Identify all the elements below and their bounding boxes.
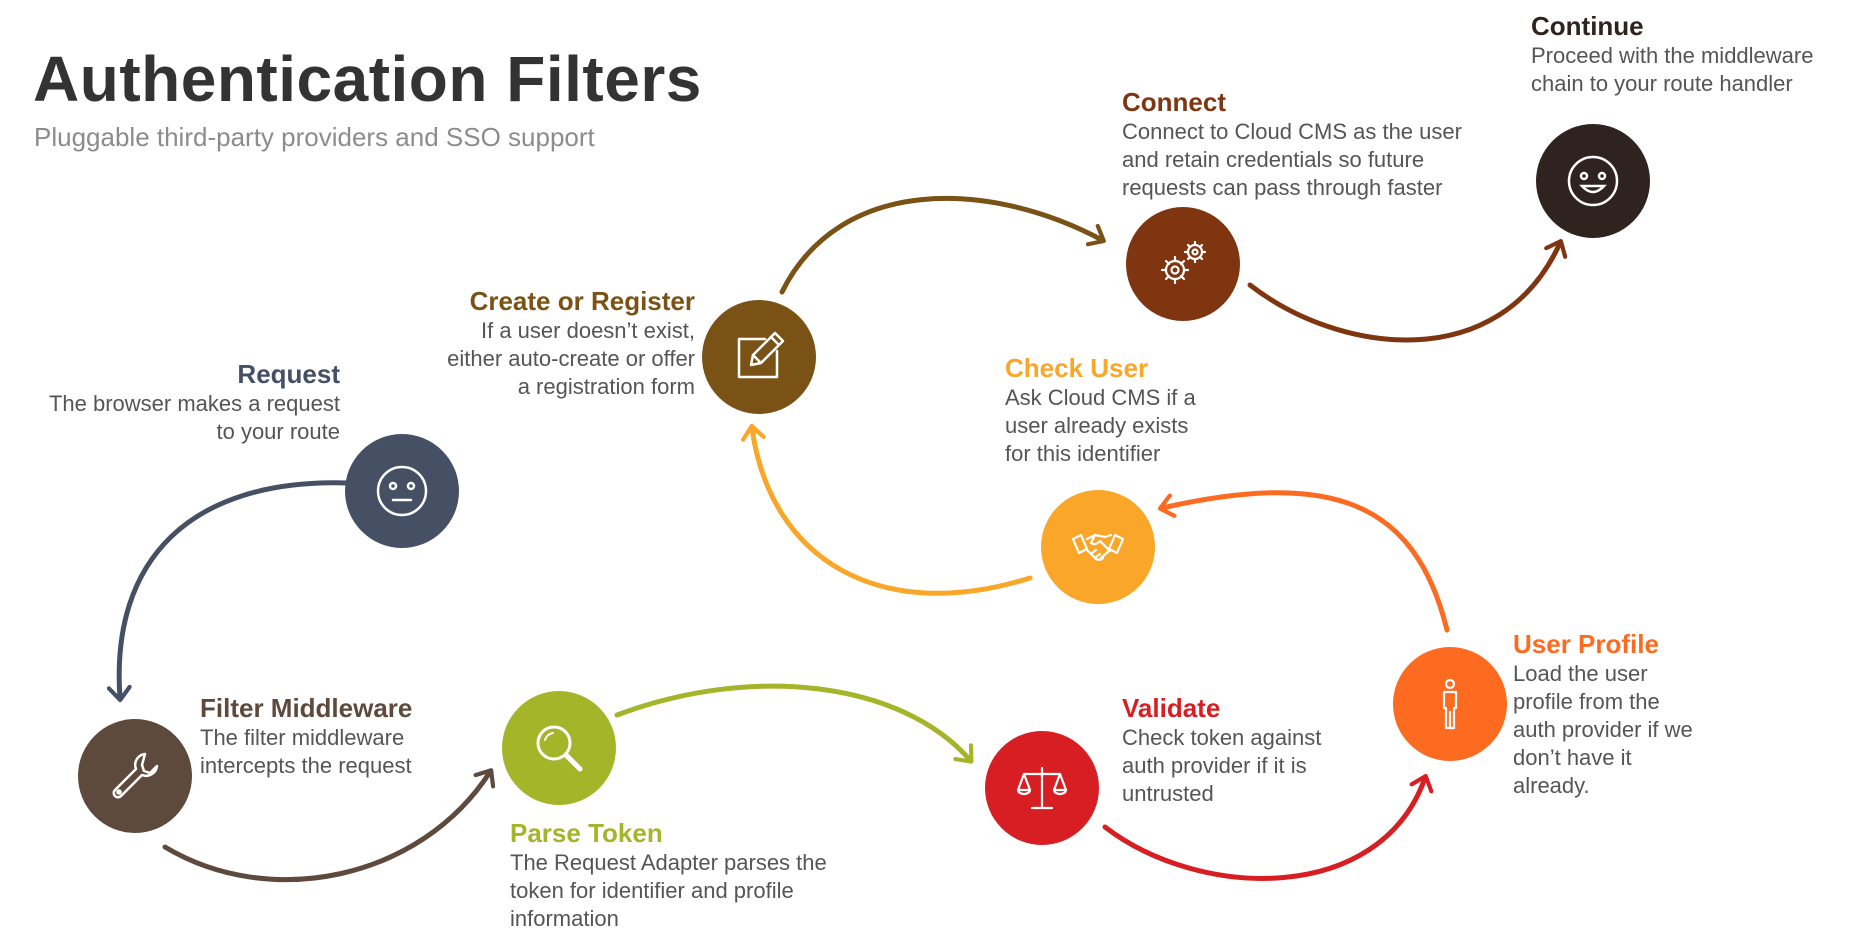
step-title: Request bbox=[237, 359, 340, 389]
arrow-validate-to-profile bbox=[1102, 773, 1434, 881]
node-request bbox=[345, 434, 459, 548]
node-connect bbox=[1126, 207, 1240, 321]
step-validate: Validate Check token against auth provid… bbox=[1122, 692, 1382, 808]
step-title: Parse Token bbox=[510, 818, 663, 848]
step-description: Check token against auth provider if it … bbox=[1122, 725, 1322, 806]
step-title: Connect bbox=[1122, 87, 1226, 117]
node-filter-middleware bbox=[78, 719, 192, 833]
neutral-face-icon bbox=[376, 465, 428, 517]
arrow-filter-to-parse bbox=[162, 768, 496, 883]
arrow-create-to-connect bbox=[779, 195, 1106, 295]
page-title: Authentication Filters bbox=[33, 43, 702, 115]
step-title: Create or Register bbox=[469, 286, 695, 316]
arrow-connect-to-continue bbox=[1247, 239, 1568, 343]
edit-form-icon bbox=[737, 331, 785, 379]
step-description: The Request Adapter parses the token for… bbox=[510, 850, 827, 931]
scales-icon bbox=[1016, 766, 1068, 810]
step-continue: Continue Proceed with the middleware cha… bbox=[1531, 10, 1851, 98]
node-create-register bbox=[702, 300, 816, 414]
step-title: Check User bbox=[1005, 353, 1149, 383]
arrow-parse-to-validate bbox=[614, 683, 974, 764]
step-connect: Connect Connect to Cloud CMS as the user… bbox=[1122, 86, 1522, 202]
step-description: Proceed with the middleware chain to you… bbox=[1531, 43, 1814, 96]
step-description: Ask Cloud CMS if a user already exists f… bbox=[1005, 385, 1196, 466]
step-create-register: Create or Register If a user doesn’t exi… bbox=[380, 285, 695, 401]
step-description: The filter middleware intercepts the req… bbox=[200, 725, 412, 778]
step-title: User Profile bbox=[1513, 629, 1659, 659]
step-parse-token: Parse Token The Request Adapter parses t… bbox=[510, 817, 890, 933]
step-user-profile: User Profile Load the user profile from … bbox=[1513, 628, 1753, 800]
smiley-icon bbox=[1567, 155, 1619, 207]
step-title: Validate bbox=[1122, 693, 1221, 723]
step-description: If a user doesn’t exist, either auto-cre… bbox=[447, 318, 695, 399]
page-subtitle: Pluggable third-party providers and SSO … bbox=[34, 122, 595, 152]
arrow-profile-to-check bbox=[1157, 490, 1450, 633]
arrow-check-to-create bbox=[741, 423, 1033, 596]
step-description: Connect to Cloud CMS as the user and ret… bbox=[1122, 119, 1462, 200]
person-icon bbox=[1442, 678, 1458, 730]
step-title: Filter Middleware bbox=[200, 693, 413, 723]
step-check-user: Check User Ask Cloud CMS if a user alrea… bbox=[1005, 352, 1265, 468]
node-continue bbox=[1536, 124, 1650, 238]
node-user-profile bbox=[1393, 647, 1507, 761]
arrow-request-to-filter bbox=[106, 480, 351, 703]
wrench-icon bbox=[112, 752, 159, 799]
node-check-user bbox=[1041, 490, 1155, 604]
step-description: Load the user profile from the auth prov… bbox=[1513, 661, 1693, 798]
step-request: Request The browser makes a request to y… bbox=[0, 358, 340, 446]
handshake-icon bbox=[1071, 533, 1125, 562]
step-title: Continue bbox=[1531, 11, 1644, 41]
step-filter-middleware: Filter Middleware The filter middleware … bbox=[200, 692, 520, 780]
node-parse-token bbox=[502, 691, 616, 805]
gears-icon bbox=[1160, 240, 1207, 285]
node-validate bbox=[985, 731, 1099, 845]
magnifier-icon bbox=[536, 725, 583, 772]
step-description: The browser makes a request to your rout… bbox=[48, 391, 340, 444]
